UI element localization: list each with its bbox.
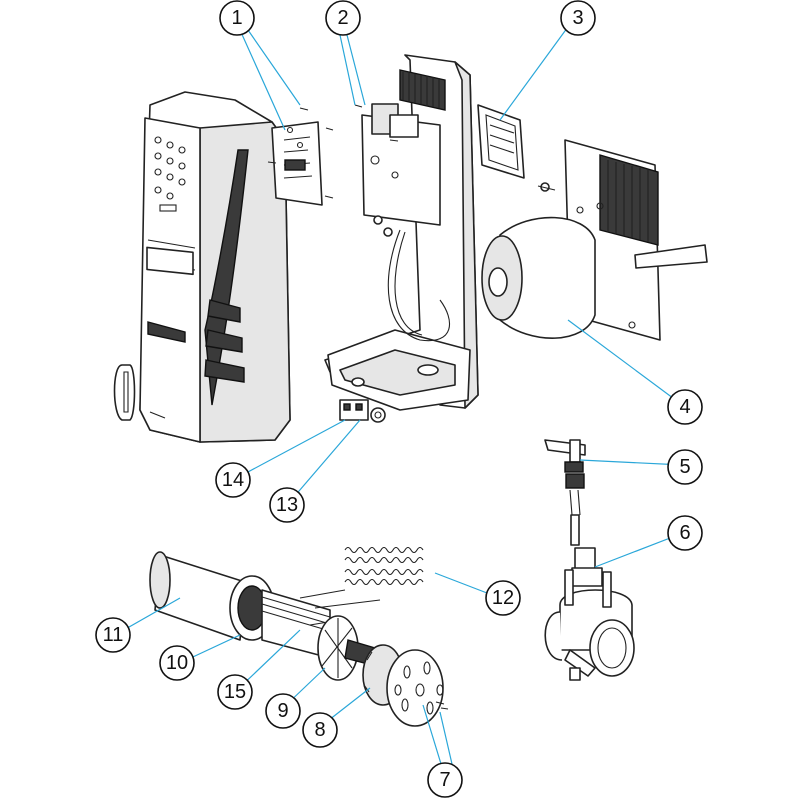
callout-label: 2 <box>337 7 348 29</box>
callout-3: 3 <box>560 0 596 36</box>
callout-label: 6 <box>679 522 690 544</box>
callout-14: 14 <box>215 462 251 498</box>
pipe-clamp-saddle <box>544 547 635 681</box>
control-circuit-board <box>267 107 334 206</box>
keypad-holes <box>154 136 186 212</box>
callout-label: 8 <box>314 719 325 741</box>
callout-6: 6 <box>667 515 703 551</box>
callout-2: 2 <box>325 0 361 36</box>
callout-label: 9 <box>277 700 288 722</box>
callout-label: 10 <box>166 652 188 674</box>
callout-15: 15 <box>217 674 253 710</box>
callout-5: 5 <box>667 449 703 485</box>
callout-label: 4 <box>679 396 690 418</box>
callout-9: 9 <box>265 693 301 729</box>
back-housing-chassis <box>324 54 479 411</box>
callout-label: 15 <box>224 681 246 703</box>
callout-12: 12 <box>485 580 521 616</box>
connector-terminal-base <box>339 399 386 423</box>
callout-4: 4 <box>667 389 703 425</box>
display-window-cover <box>477 104 525 179</box>
callout-8: 8 <box>302 712 338 748</box>
electrode-springs <box>344 546 424 586</box>
callout-label: 1 <box>231 7 242 29</box>
leader-lines <box>114 19 686 778</box>
callout-label: 14 <box>222 469 244 491</box>
electrode-cell-assembly <box>149 551 449 727</box>
transformer-with-heatsink <box>481 139 708 341</box>
callout-label: 13 <box>276 494 298 516</box>
power-supply-board <box>354 103 441 237</box>
callout-1: 1 <box>219 0 255 36</box>
callout-7: 7 <box>427 762 463 798</box>
callout-label: 3 <box>572 7 583 29</box>
front-cover-housing <box>113 91 291 443</box>
callout-10: 10 <box>159 645 195 681</box>
callout-11: 11 <box>95 617 131 653</box>
callout-label: 7 <box>439 769 450 791</box>
callout-label: 5 <box>679 456 690 478</box>
callout-label: 11 <box>103 624 124 646</box>
callout-13: 13 <box>269 487 305 523</box>
callout-label: 12 <box>492 587 514 609</box>
probe-sensor <box>544 439 586 546</box>
